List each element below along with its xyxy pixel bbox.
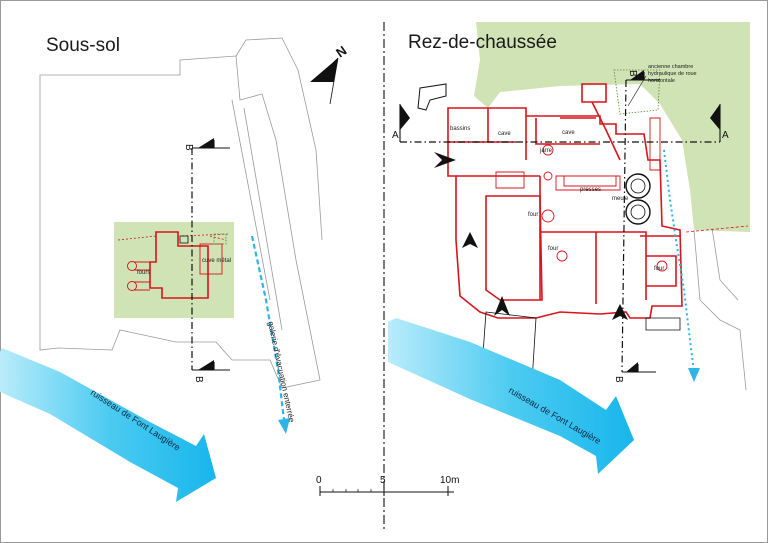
entrance-arrow-north (462, 232, 478, 248)
stair-block (649, 117, 661, 171)
scale-label-0: 0 (316, 475, 322, 486)
metal-tank (199, 243, 223, 275)
section-arrow-a-right (710, 104, 720, 130)
basement-title: Sous-sol (46, 35, 120, 56)
section-arrow-b-ground-top (630, 70, 644, 80)
context-line (231, 99, 271, 301)
scale-bar: 0 5 10m (316, 475, 459, 496)
basement-hatch (213, 233, 227, 245)
label-cave-1: cave (498, 131, 511, 137)
interior-wall (448, 108, 527, 160)
millstone-lower-inner (630, 204, 646, 220)
label-four-2: four (528, 212, 538, 218)
basement-small-room (179, 235, 189, 244)
section-arrow-b-top (198, 138, 214, 148)
drain-arrowhead (688, 368, 700, 382)
oven-upper-icon (127, 261, 137, 271)
section-b-top-label: B (183, 144, 194, 151)
jarre-icon (542, 144, 554, 156)
section-arrow-b-bottom (198, 360, 214, 370)
north-annex (581, 83, 607, 103)
hydraulic-note-line-2: hydraulique de roue (648, 71, 697, 77)
millstone-upper-inner (630, 178, 646, 194)
north-label: N (333, 43, 349, 61)
section-a-right-label: A (722, 130, 729, 141)
section-arrow-b-ground-bottom (626, 362, 638, 372)
entrance-arrow-south (494, 296, 510, 316)
steps-ne (417, 83, 447, 111)
entrance-arrow-south-2 (612, 304, 628, 320)
label-cuve-metal: cuve métal (202, 258, 231, 264)
ground-title: Rez-de-chaussée (408, 32, 557, 53)
label-jarre: jarre (539, 148, 553, 154)
section-b-ground-bottom-label: B (613, 376, 624, 383)
millstone-lower-icon (625, 199, 651, 225)
oven-icon-1 (556, 250, 568, 262)
label-bassins: bassins (450, 126, 470, 132)
small-well-icon (543, 171, 553, 181)
interior-wall (640, 235, 680, 287)
oven-tunnel-upper (134, 261, 150, 271)
entrance-arrow-west (434, 152, 456, 168)
ground-panel: Rez-de-chaussée (388, 22, 750, 474)
hydraulic-chamber (613, 69, 661, 115)
steps-se (645, 317, 681, 331)
basement-terrain (114, 222, 234, 318)
north-passage (591, 101, 621, 161)
label-four-3: four (654, 266, 664, 272)
section-line-b-ground (621, 79, 627, 373)
section-a-left-label: A (392, 130, 399, 141)
label-four-1: four (548, 246, 558, 252)
drainage-gallery (250, 235, 286, 421)
label-gallery: galerie d'évacuation enterrée (266, 321, 296, 424)
stream-ground (388, 318, 634, 474)
millstone-upper-icon (625, 173, 651, 199)
building-outer-wall (447, 107, 683, 319)
label-cave-2: cave (562, 130, 575, 136)
label-meule: meule (612, 196, 629, 202)
interior-wall (539, 176, 647, 304)
ground-context-outline-2 (711, 227, 739, 301)
section-marker-b-ground-bottom (622, 364, 656, 373)
scale-label-10: 10m (440, 475, 459, 486)
north-arrow-outline (315, 57, 339, 105)
jar-icon (541, 209, 555, 223)
note-leader (627, 75, 647, 107)
section-arrow-a-left (400, 104, 410, 130)
presses-block (563, 175, 617, 187)
hydraulic-note-line-3: horizontale (648, 78, 675, 84)
stream-basement (0, 348, 216, 502)
context-line (243, 107, 283, 331)
ground-context-dashed (685, 225, 749, 233)
oven-icon-2 (656, 260, 668, 272)
oven-tunnel-lower (134, 281, 150, 291)
section-b-bottom-label: B (193, 376, 204, 383)
drainage-arrowhead (278, 418, 290, 434)
ground-terrain (474, 22, 750, 232)
ground-context-outline (693, 229, 747, 391)
label-fours: fours (137, 270, 150, 276)
oven-lower-icon (127, 281, 137, 291)
basement-wall (149, 231, 209, 299)
basement-dashed-walls (117, 233, 229, 241)
hydraulic-note-line-1: ancienne chambre (648, 64, 693, 70)
context-line (235, 37, 323, 241)
section-b-ground-top-label: B (627, 70, 638, 77)
water-channel (663, 149, 695, 373)
interior-wall (456, 175, 543, 301)
north-arrow-icon (310, 58, 338, 104)
interior-partition (495, 171, 621, 191)
interior-wall (535, 117, 600, 145)
label-presses: presses (580, 187, 601, 193)
scale-label-5: 5 (380, 475, 386, 486)
basement-panel: Sous-sol fours cuve métal B B galerie d'… (0, 35, 323, 502)
north-arrow: N (310, 43, 349, 105)
basement-context-outline (39, 55, 321, 389)
